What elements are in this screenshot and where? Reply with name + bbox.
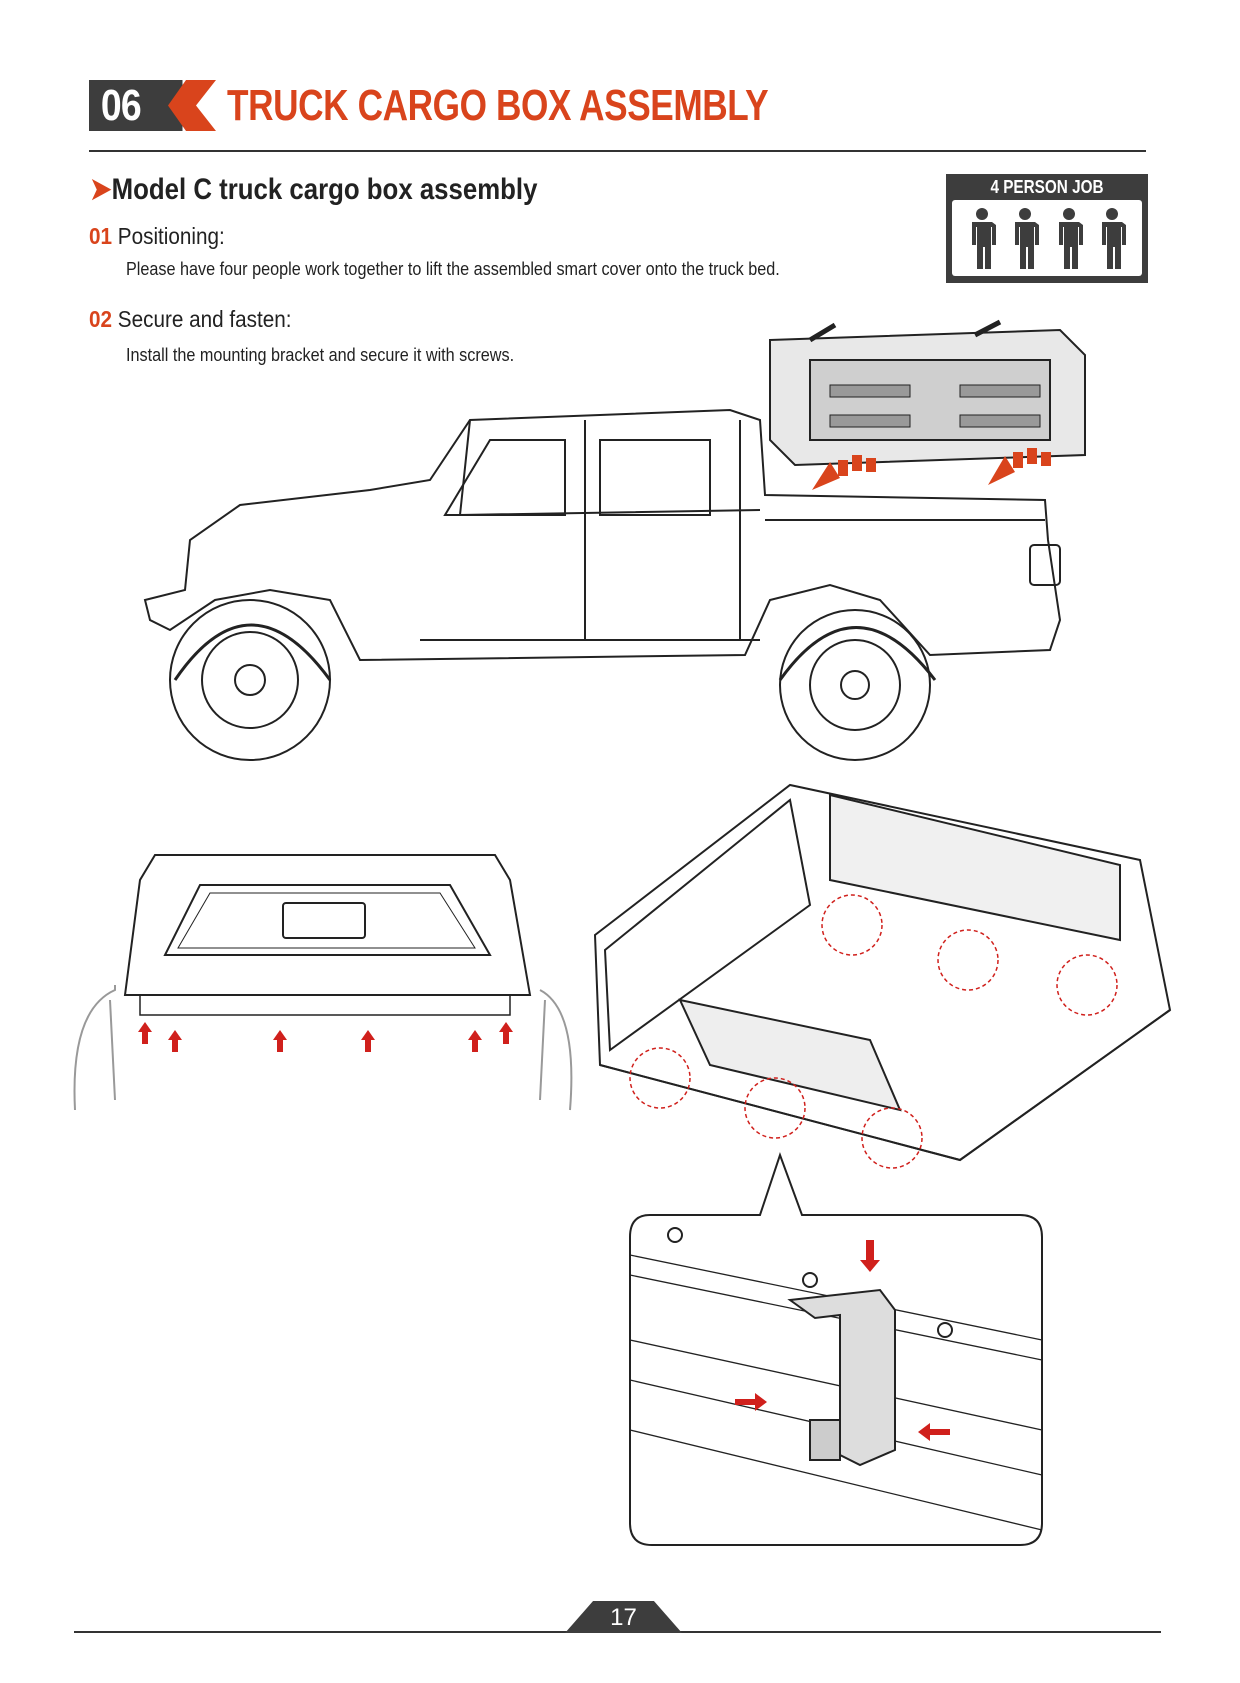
truck-illustration [143, 319, 1086, 761]
down-arrows [812, 448, 1051, 490]
bracket-markers [629, 894, 1118, 1169]
person-icon [971, 208, 996, 269]
section-title: ➤Model C truck cargo box assembly [90, 172, 537, 207]
person-icon [1102, 208, 1127, 269]
page-number-tab: 17 [565, 1601, 682, 1633]
rear-view-illustration [73, 854, 573, 1111]
divider [89, 150, 1146, 152]
up-arrows [138, 1022, 513, 1052]
step-2-heading: 02 Secure and fasten: [89, 306, 292, 333]
cargo-box-top [769, 319, 1086, 467]
red-arrows [735, 1240, 950, 1441]
step-1-body: Please have four people work together to… [126, 259, 780, 279]
truck-body [143, 408, 1062, 761]
step-number: 02 [89, 306, 113, 332]
badge-label: 4 PERSON JOB [990, 177, 1104, 197]
section-title-text: Model C truck cargo box assembly [111, 173, 538, 206]
person-icon [1015, 208, 1040, 269]
arrow-icon: ➤ [90, 173, 112, 206]
step-2-body: Install the mounting bracket and secure … [126, 345, 515, 365]
page-title: TRUCK CARGO BOX ASSEMBLY [227, 81, 769, 130]
bracket-detail-callout [629, 1151, 1043, 1546]
page-number: 17 [610, 1604, 637, 1631]
section-number: 06 [89, 80, 183, 131]
person-icon [1058, 208, 1083, 269]
step-title: Secure and fasten: [117, 306, 292, 332]
step-number: 01 [89, 223, 113, 249]
person-job-badge: 4 PERSON JOB [946, 174, 1148, 283]
chevron-icon [168, 80, 216, 131]
step-title: Positioning: [117, 223, 225, 249]
step-1-heading: 01 Positioning: [89, 223, 225, 250]
isometric-box-illustration [593, 783, 1172, 1169]
